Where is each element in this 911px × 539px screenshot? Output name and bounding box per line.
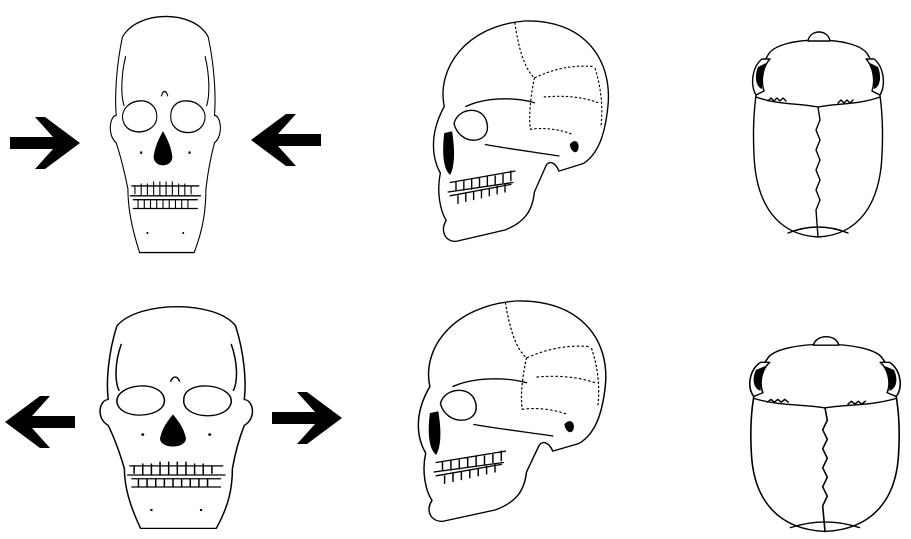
row-narrow (10, 16, 883, 252)
superior-skull-broad (750, 337, 900, 532)
row-broad (5, 301, 900, 531)
lateral-skull-narrow (433, 21, 608, 241)
superior-skull-narrow (753, 32, 884, 237)
arrow-right-icon (10, 117, 80, 169)
lateral-skull-broad (418, 301, 605, 521)
arrow-left-icon (251, 114, 321, 166)
arrow-left-icon (5, 396, 75, 448)
arrow-right-icon (272, 392, 342, 444)
frontal-skull-narrow (110, 16, 220, 252)
frontal-skull-broad (100, 307, 252, 529)
